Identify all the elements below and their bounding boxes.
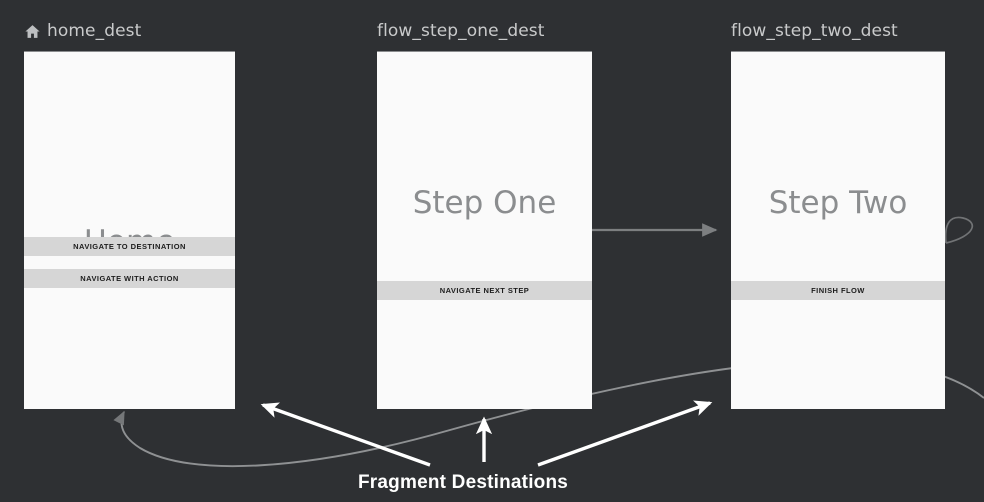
screen-title-step-one: Step One [412, 185, 557, 221]
destination-frame-home_dest[interactable]: Home NAVIGATE TO DESTINATION NAVIGATE WI… [24, 51, 235, 409]
destination-label-text: home_dest [47, 21, 142, 41]
home-icon [24, 23, 41, 40]
button-finish-flow[interactable]: FINISH FLOW [731, 281, 945, 300]
destination-frame-flow_step_one_dest[interactable]: Step One NAVIGATE NEXT STEP [377, 51, 592, 409]
destination-label-text: flow_step_one_dest [377, 21, 545, 41]
destination-label-flow_step_two_dest: flow_step_two_dest [731, 21, 898, 41]
callout-arrow-step-two [537, 400, 713, 467]
screen-title-step-two: Step Two [768, 185, 908, 221]
destination-label-home_dest: home_dest [24, 21, 141, 41]
destination-label-text: flow_step_two_dest [731, 21, 898, 41]
caption-fragment-destinations: Fragment Destinations [358, 472, 569, 493]
button-navigate-next-step[interactable]: NAVIGATE NEXT STEP [377, 281, 592, 300]
button-navigate-with-action[interactable]: NAVIGATE WITH ACTION [24, 269, 235, 288]
button-navigate-to-destination[interactable]: NAVIGATE TO DESTINATION [24, 237, 235, 256]
destination-label-flow_step_one_dest: flow_step_one_dest [377, 21, 545, 41]
destination-frame-flow_step_two_dest[interactable]: Step Two FINISH FLOW [731, 51, 945, 409]
callout-arrow-home [260, 402, 431, 467]
edge-step-two-self-loop [944, 216, 974, 244]
